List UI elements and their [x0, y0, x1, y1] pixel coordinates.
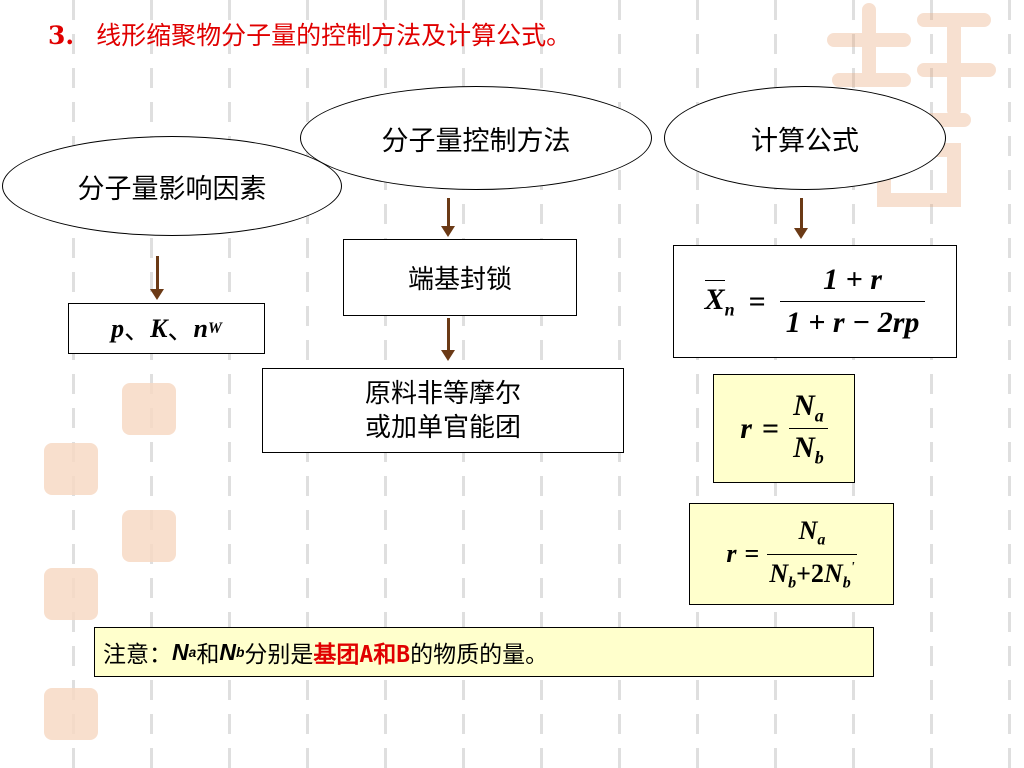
r1-den: N — [793, 431, 815, 464]
note-prefix: 注意： — [103, 642, 172, 668]
note-na-sub: a — [188, 644, 197, 660]
var-p: p — [111, 313, 125, 343]
r2-plus-two: +2 — [796, 558, 824, 588]
ellipse-formula-label: 计算公式 — [751, 125, 859, 157]
note-nb-sub: b — [235, 644, 245, 660]
formula-xn-box: Xn = 1 + r 1 + r − 2rp — [673, 245, 957, 358]
var-n: n — [193, 313, 208, 343]
formula-r1-box: r = Na Nb — [713, 374, 855, 483]
seal-decoration — [122, 510, 176, 562]
r2-fraction: Na Nb+2Nb' — [767, 515, 857, 592]
xn-subscript: n — [724, 299, 735, 320]
xn-numerator: 1 + r — [823, 263, 882, 296]
title-number: 3. — [48, 21, 75, 50]
xn-fraction: 1 + r 1 + r − 2rp — [779, 263, 926, 340]
r2-num-sub: a — [817, 531, 826, 549]
xn-lhs: Xn — [704, 279, 735, 320]
note-mid: 分别是 — [244, 642, 314, 668]
xn-x: X — [704, 279, 725, 316]
arrow-down — [441, 198, 455, 237]
arrow-down — [441, 318, 455, 361]
seal-decoration — [44, 443, 98, 495]
var-k: K — [150, 313, 168, 343]
equals-sign: = — [744, 539, 760, 568]
r1-den-sub: b — [814, 447, 824, 468]
note-suffix: 的物质的量。 — [410, 642, 549, 668]
r1-num-sub: a — [814, 405, 824, 425]
r2-lhs: r — [726, 539, 737, 568]
r2-num: N — [798, 515, 818, 545]
end-cap-label: 端基封锁 — [407, 265, 512, 295]
ellipse-factors: 分子量影响因素 — [2, 136, 342, 236]
r1-lhs: r — [740, 411, 752, 445]
var-n-subscript: W — [207, 319, 222, 337]
r2-den-b-sub: b — [842, 574, 851, 592]
note-na: N — [172, 638, 189, 665]
seal-decoration — [44, 688, 98, 740]
note-nb: N — [219, 638, 236, 665]
r2-den-a: N — [769, 558, 789, 588]
slide-title: 3. 线形缩聚物分子量的控制方法及计算公式。 — [48, 16, 571, 52]
note-highlight: 基团A和B — [313, 642, 411, 668]
ellipse-formula: 计算公式 — [664, 86, 946, 190]
control-line-1: 原料非等摩尔 — [364, 378, 521, 409]
end-cap-box: 端基封锁 — [343, 239, 577, 316]
nonstoichiometric-box: 原料非等摩尔 或加单官能团 — [262, 368, 624, 453]
ellipse-control-label: 分子量控制方法 — [381, 125, 571, 157]
separator: 、 — [167, 316, 194, 345]
equals-sign: = — [748, 284, 766, 318]
r1-fraction: Na Nb — [789, 389, 828, 469]
ellipse-control: 分子量控制方法 — [300, 86, 652, 190]
equals-sign: = — [761, 411, 780, 445]
control-line-2: 或加单官能团 — [364, 412, 521, 443]
arrow-down — [794, 198, 808, 239]
arrow-down — [150, 256, 164, 300]
r2-prime: ' — [850, 559, 855, 575]
r1-num: N — [793, 388, 815, 422]
formula-r2-box: r = Na Nb+2Nb' — [689, 503, 894, 605]
r2-den-a-sub: b — [788, 574, 797, 592]
xn-denominator: 1 + r − 2rp — [779, 301, 926, 340]
note-and: 和 — [196, 642, 220, 668]
ellipse-factors-label: 分子量影响因素 — [77, 173, 267, 205]
title-text: 线形缩聚物分子量的控制方法及计算公式。 — [96, 21, 572, 50]
separator: 、 — [124, 316, 151, 345]
seal-decoration — [44, 568, 98, 620]
r2-den-b: N — [823, 558, 843, 588]
seal-decoration — [122, 383, 176, 435]
